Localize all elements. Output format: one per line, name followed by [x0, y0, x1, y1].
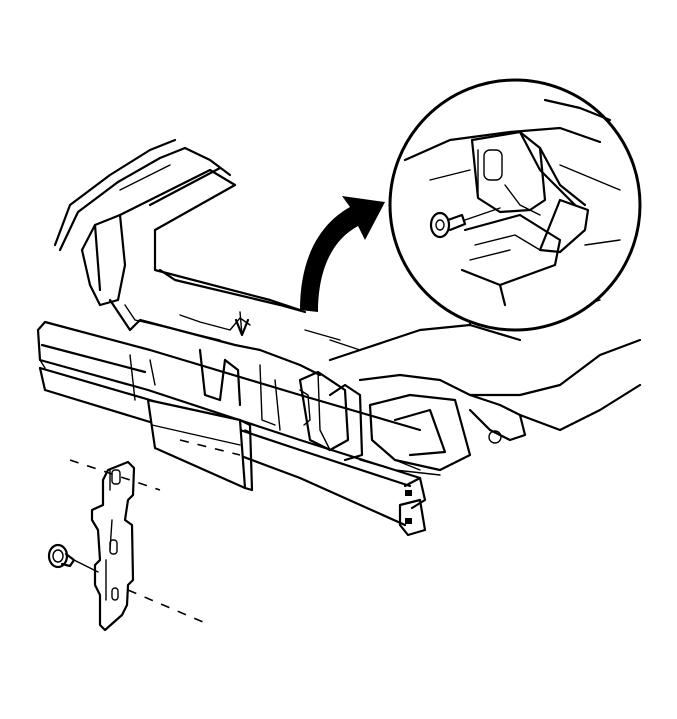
detail-inset-view: [388, 78, 642, 332]
headlamp-opening: [359, 393, 472, 476]
bracket: [90, 460, 136, 632]
alignment-lines: [69, 439, 241, 626]
direction-arrow: [300, 196, 385, 312]
radiator-support: [80, 166, 364, 462]
bracket-screw: [47, 543, 99, 573]
hood: [53, 138, 232, 252]
detail-fender-lines: [403, 98, 621, 246]
detail-screw: [429, 207, 501, 239]
bumper-impact-bar: [36, 320, 427, 537]
detail-bracket: [460, 130, 590, 307]
